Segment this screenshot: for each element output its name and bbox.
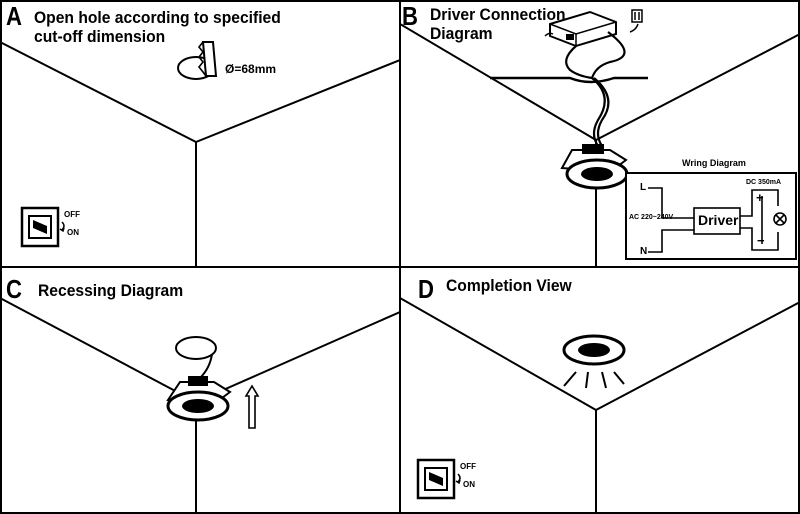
panel-letter: B bbox=[402, 1, 418, 31]
driver-label: Driver bbox=[698, 212, 739, 228]
panel-divider-horizontal bbox=[0, 266, 800, 268]
panel-title-line-1: Open hole according to specified bbox=[34, 8, 281, 27]
panel-a-drawing bbox=[0, 41, 400, 266]
ceiling-hole-cut bbox=[490, 76, 648, 84]
cut-ceiling-disc bbox=[175, 336, 217, 360]
ceiling-edge-right bbox=[195, 59, 400, 143]
live-terminal-label: L bbox=[640, 182, 647, 193]
panel-title-line-1: Driver Connection bbox=[430, 5, 566, 24]
driver-cable bbox=[565, 31, 626, 147]
switch-off-label: OFF bbox=[64, 210, 80, 219]
neutral-terminal-label: N bbox=[640, 246, 648, 257]
ceiling-edge-right bbox=[595, 301, 800, 411]
ceiling-edge-right bbox=[595, 33, 800, 141]
wall-switch-icon bbox=[416, 458, 461, 500]
panel-title-line-1: Recessing Diagram bbox=[38, 281, 184, 300]
panel-letter: D bbox=[418, 274, 434, 304]
switch-off-label: OFF bbox=[460, 462, 476, 471]
light-rays-icon bbox=[563, 371, 625, 389]
wiring-diagram-title: Wring Diagram bbox=[682, 158, 746, 168]
installed-downlight-icon bbox=[562, 334, 626, 366]
panel-title-line-2: cut-off dimension bbox=[34, 27, 166, 46]
panel-divider-vertical bbox=[399, 0, 401, 514]
panel-title-line-2: Diagram bbox=[430, 24, 493, 43]
output-current-label: DC 350mA bbox=[746, 179, 782, 186]
push-up-arrow-icon bbox=[244, 384, 260, 429]
driver-box-icon bbox=[549, 10, 617, 48]
panel-c-drawing bbox=[0, 297, 400, 514]
wiring-diagram bbox=[625, 172, 797, 260]
panel-b-driver-connection: B Driver Connection Diagram Wring Diagra… bbox=[400, 0, 800, 266]
hole-saw-icon bbox=[197, 41, 218, 77]
ceiling-edge-left bbox=[0, 297, 197, 403]
panel-a-open-hole: A Open hole according to specified cut-o… bbox=[0, 0, 400, 266]
ceiling-edge-right bbox=[195, 311, 400, 403]
switch-on-label: ON bbox=[463, 480, 475, 489]
downlight-fixture-icon bbox=[166, 376, 232, 422]
panel-c-recessing: C Recessing Diagram bbox=[0, 268, 400, 514]
ceiling-edge-left bbox=[400, 297, 597, 411]
ceiling-edge-left bbox=[400, 23, 597, 141]
panel-title-line-1: Completion View bbox=[446, 276, 572, 295]
hole-dimension-label: Ø=68mm bbox=[225, 62, 277, 76]
negative-terminal-label: − bbox=[757, 233, 765, 248]
wall-switch-icon bbox=[20, 206, 65, 248]
input-voltage-label: AC 220~240V bbox=[629, 214, 674, 221]
panel-d-drawing bbox=[400, 297, 800, 514]
positive-terminal-label: + bbox=[756, 190, 764, 205]
panel-letter: C bbox=[6, 274, 22, 304]
ceiling-edge-left bbox=[0, 41, 197, 143]
panel-letter: A bbox=[6, 1, 22, 31]
panel-b-drawing bbox=[400, 9, 800, 266]
downlight-fixture-icon bbox=[560, 144, 629, 190]
switch-on-label: ON bbox=[67, 228, 79, 237]
panel-d-completion: D Completion View OFF ON bbox=[400, 268, 800, 514]
connector-plug-icon bbox=[544, 9, 643, 37]
